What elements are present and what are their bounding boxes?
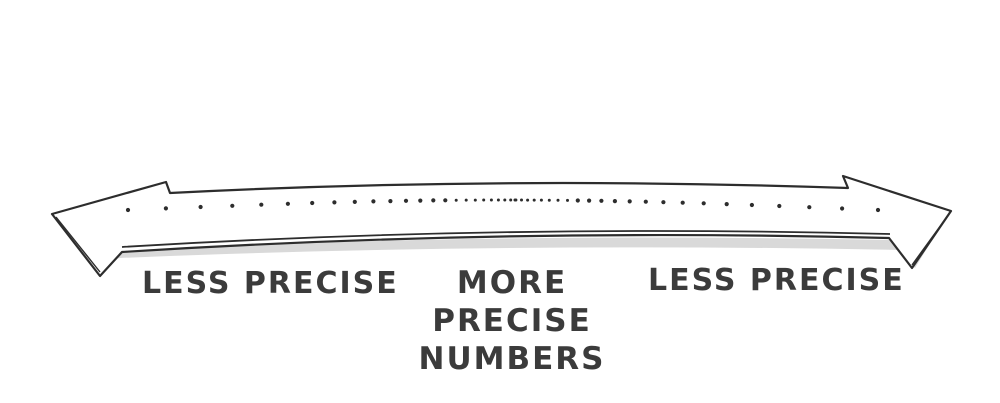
precision-dot bbox=[259, 202, 264, 207]
precision-dot bbox=[403, 198, 409, 203]
precision-dot bbox=[556, 198, 560, 202]
precision-dot bbox=[388, 199, 393, 204]
precision-dot bbox=[724, 202, 729, 207]
label-line-more: MORE bbox=[456, 265, 568, 301]
precision-dot bbox=[840, 206, 845, 211]
precision-dot bbox=[473, 198, 477, 202]
label-less-precise-left: LESS PRECISE bbox=[142, 266, 399, 301]
precision-dot bbox=[532, 198, 536, 202]
arrow-shaft-bottom-line bbox=[121, 230, 891, 248]
arrow-sketch-line bbox=[55, 213, 950, 273]
precision-dot bbox=[285, 201, 290, 206]
label-line-precise: PRECISE bbox=[432, 303, 592, 339]
precision-dot bbox=[587, 198, 592, 203]
precision-dot bbox=[464, 198, 468, 202]
precision-dot bbox=[701, 201, 706, 206]
precision-dot bbox=[371, 199, 376, 204]
precision-dot bbox=[489, 198, 493, 202]
precision-dot bbox=[454, 198, 458, 202]
arrow-body bbox=[50, 174, 953, 278]
precision-dot bbox=[431, 198, 436, 203]
precision-dot bbox=[807, 205, 812, 210]
precision-dot bbox=[230, 203, 235, 208]
precision-dot bbox=[612, 199, 618, 204]
precision-dot bbox=[352, 199, 357, 204]
precision-dot bbox=[680, 200, 685, 205]
precision-dot bbox=[418, 198, 423, 203]
precision-dot bbox=[661, 200, 666, 205]
precision-dot bbox=[443, 198, 448, 203]
precision-dots bbox=[125, 198, 881, 213]
precision-dot bbox=[566, 198, 569, 202]
precision-dot bbox=[496, 198, 500, 202]
label-line-numbers: NUMBERS bbox=[418, 341, 606, 377]
precision-dot bbox=[575, 198, 580, 203]
label-more-precise-numbers: MORE PRECISE NUMBERS bbox=[400, 264, 624, 378]
precision-dot bbox=[627, 199, 632, 204]
precision-dot bbox=[125, 207, 131, 213]
precision-dot bbox=[526, 198, 530, 202]
precision-dot bbox=[547, 198, 551, 202]
precision-dot bbox=[643, 199, 648, 204]
precision-dot bbox=[875, 207, 881, 213]
precision-dot bbox=[539, 198, 543, 202]
precision-dot bbox=[332, 200, 337, 205]
precision-dot bbox=[599, 198, 604, 203]
precision-dot bbox=[749, 202, 755, 208]
precision-dot bbox=[777, 203, 782, 209]
precision-dot bbox=[520, 198, 523, 202]
precision-dot bbox=[163, 206, 168, 211]
precision-dot bbox=[503, 198, 507, 202]
precision-dot bbox=[509, 198, 513, 202]
precision-dot bbox=[198, 204, 203, 210]
label-less-precise-right: LESS PRECISE bbox=[648, 263, 905, 298]
precision-dot bbox=[482, 198, 486, 202]
arrow-shadow bbox=[100, 214, 948, 268]
precision-dot bbox=[514, 198, 518, 202]
precision-dot bbox=[310, 200, 315, 206]
